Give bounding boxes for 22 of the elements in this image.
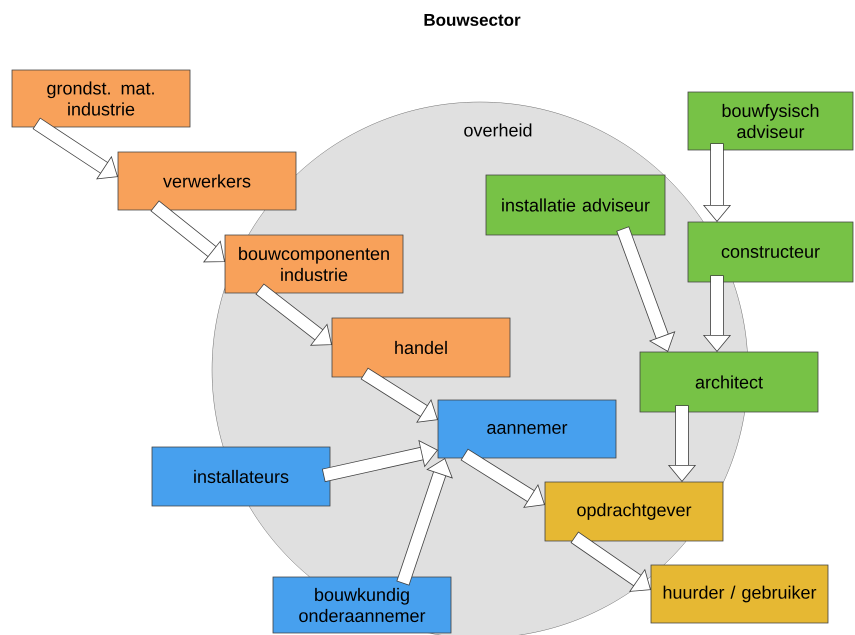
- process-box: installatie adviseur: [486, 174, 666, 236]
- title: Bouwsector: [424, 14, 520, 26]
- block-arrow: [35, 120, 118, 180]
- process-box: aannemer: [438, 400, 616, 458]
- process-box: installateurs: [152, 446, 330, 506]
- block-arrow: [463, 451, 545, 508]
- process-box: opdrachtgever: [544, 482, 724, 542]
- area-label: overheid: [464, 123, 532, 137]
- block-arrow: [618, 228, 676, 352]
- block-arrow: [363, 370, 438, 423]
- block-arrow: [153, 203, 225, 262]
- process-box: constructeur: [688, 222, 854, 282]
- process-box: huurder / gebruiker: [650, 564, 828, 624]
- block-arrow: [258, 286, 332, 346]
- process-box: grondst. mat. industrie: [12, 70, 190, 128]
- block-arrow: [573, 534, 651, 592]
- block-arrow: [323, 440, 438, 481]
- process-box: architect: [640, 352, 818, 412]
- block-arrow: [398, 458, 453, 584]
- process-box: bouwfysisch adviseur: [688, 92, 854, 150]
- process-box: handel: [332, 318, 510, 378]
- process-box: verwerkers: [118, 152, 296, 210]
